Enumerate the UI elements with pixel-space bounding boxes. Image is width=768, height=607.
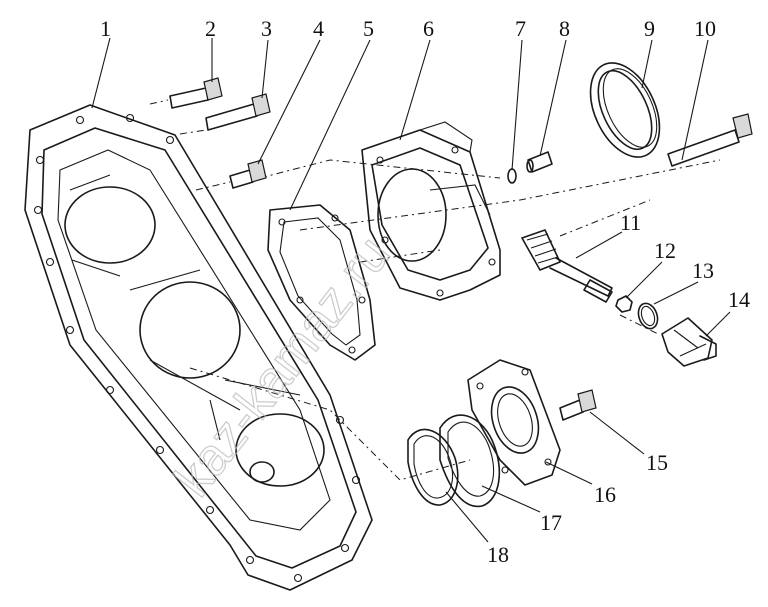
leader-lines xyxy=(91,37,731,543)
small-nut xyxy=(615,295,633,313)
bolt-2 xyxy=(169,77,223,109)
pin xyxy=(526,151,553,173)
callout-10: 10 xyxy=(694,16,716,41)
housing-cover xyxy=(24,104,373,591)
callout-7: 7 xyxy=(515,16,526,41)
flange-plate xyxy=(467,359,561,486)
gear-housing xyxy=(361,121,501,301)
bolt-3 xyxy=(205,93,271,131)
callout-2: 2 xyxy=(205,16,216,41)
callout-12: 12 xyxy=(654,238,676,263)
callout-13: 13 xyxy=(692,258,714,283)
gasket-ring-17 xyxy=(439,414,501,508)
callout-3: 3 xyxy=(261,16,272,41)
callout-labels: 1 2 3 4 5 6 7 8 9 10 11 12 13 14 15 16 1… xyxy=(100,16,750,567)
callout-18: 18 xyxy=(487,542,509,567)
small-washer xyxy=(507,168,517,184)
callout-11: 11 xyxy=(620,210,641,235)
watermark: kaz-kamaz.ru xyxy=(164,226,402,508)
bolt-10 xyxy=(667,113,753,167)
callout-1: 1 xyxy=(100,16,111,41)
seal-ring xyxy=(589,62,661,158)
callout-4: 4 xyxy=(313,16,324,41)
callout-9: 9 xyxy=(644,16,655,41)
bolt-4 xyxy=(229,159,267,189)
drive-shaft xyxy=(521,229,613,303)
bolt-15 xyxy=(559,389,597,421)
callout-16: 16 xyxy=(594,482,616,507)
callout-8: 8 xyxy=(559,16,570,41)
callout-17: 17 xyxy=(540,510,562,535)
callout-6: 6 xyxy=(423,16,434,41)
gasket-ring-18 xyxy=(407,428,459,506)
callout-14: 14 xyxy=(728,287,750,312)
gasket xyxy=(267,204,376,361)
o-ring xyxy=(637,302,659,330)
sensor-fitting xyxy=(661,317,717,367)
callout-5: 5 xyxy=(363,16,374,41)
cover-bolt-holes xyxy=(33,113,361,583)
callout-15: 15 xyxy=(646,450,668,475)
